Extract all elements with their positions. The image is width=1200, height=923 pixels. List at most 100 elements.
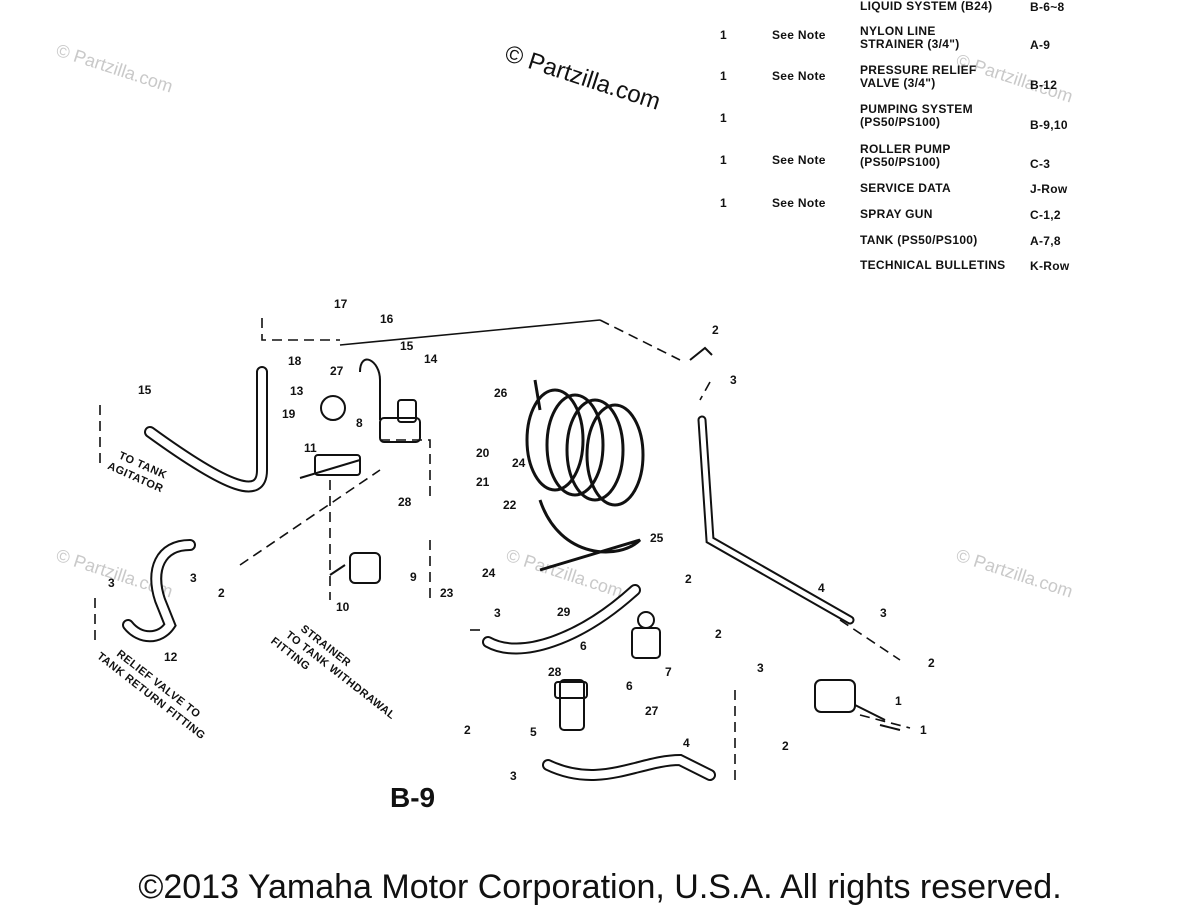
- table-row-ref: B-6~8: [1030, 0, 1065, 14]
- valve-11: [299, 454, 361, 479]
- table-row-qty: 1: [720, 196, 727, 210]
- label-strainer: STRAINER TO TANK WITHDRAWAL FITTING: [268, 623, 397, 722]
- tube-19: [144, 366, 268, 493]
- tube-4-right: [697, 415, 855, 625]
- table-row-ref: A-7,8: [1030, 234, 1061, 248]
- callout: 2: [782, 739, 789, 753]
- callout: 2: [928, 656, 935, 670]
- strainer-5-bottom: [554, 679, 588, 731]
- tee-fitting-5-top: [359, 358, 421, 443]
- callout: 28: [548, 665, 562, 679]
- table-row-ref: J-Row: [1030, 182, 1068, 196]
- table-row-ref: K-Row: [1030, 259, 1070, 273]
- label-relief-valve: RELIEF VALVE TO TANK RETURN FITTING: [95, 648, 208, 742]
- table-row-note: See Note: [772, 28, 826, 42]
- table-row-qty: 1: [720, 153, 727, 167]
- parts-diagram: 17 16 15 14 18 27 15 13 19 8 26 2 3 11 2…: [94, 297, 935, 783]
- table-row-ref: B-12: [1030, 78, 1058, 92]
- callout: 18: [288, 354, 302, 368]
- coiled-hose-25: [525, 379, 645, 572]
- table-row-qty: 1: [720, 28, 727, 42]
- assembly-dashed-lines: [94, 318, 911, 780]
- callout: 25: [650, 531, 664, 545]
- top-hose: [339, 319, 601, 346]
- callout: 4: [683, 736, 690, 750]
- callout: 26: [494, 386, 508, 400]
- copyright-notice: ©2013 Yamaha Motor Corporation, U.S.A. A…: [138, 868, 1062, 906]
- callout-numbers: 17 16 15 14 18 27 15 13 19 8 26 2 3 11 2…: [108, 297, 935, 783]
- callout: 19: [282, 407, 296, 421]
- reference-table: LIQUID SYSTEM (B24) B-6~8 1 See Note NYL…: [700, 0, 1200, 280]
- callout: 3: [730, 373, 737, 387]
- table-row-ref: C-3: [1030, 157, 1051, 171]
- tube-4-bottom: [542, 753, 716, 781]
- roller-pump-1: [814, 679, 901, 731]
- table-row-qty: 1: [720, 69, 727, 83]
- callout: 10: [336, 600, 350, 614]
- callout: 6: [580, 639, 587, 653]
- table-row-desc: ROLLER PUMP (PS50/PS100): [860, 142, 951, 169]
- callout: 27: [330, 364, 344, 378]
- callout: 22: [503, 498, 517, 512]
- callout: 12: [164, 650, 178, 664]
- callout: 11: [304, 441, 317, 455]
- table-row-ref: C-1,2: [1030, 208, 1061, 222]
- table-row-note: See Note: [772, 153, 826, 167]
- table-row-desc: SERVICE DATA: [860, 181, 951, 195]
- label-line: TANK RETURN FITTING: [95, 650, 208, 742]
- table-row-desc: SPRAY GUN: [860, 207, 933, 221]
- callout: 17: [334, 297, 348, 311]
- callout: 5: [530, 725, 537, 739]
- callout: 24: [482, 566, 496, 580]
- callout: 3: [108, 576, 115, 590]
- callout: 15: [138, 383, 152, 397]
- callout: 13: [290, 384, 304, 398]
- fitting-7: [631, 611, 661, 659]
- callout: 15: [400, 339, 414, 353]
- table-row-desc: NYLON LINE STRAINER (3/4"): [860, 24, 960, 51]
- callout: 23: [440, 586, 454, 600]
- callout: 8: [356, 416, 363, 430]
- label-to-tank-agitator: TO TANK AGITATOR: [106, 450, 169, 496]
- callout: 2: [218, 586, 225, 600]
- callout: 3: [190, 571, 197, 585]
- callout: 21: [476, 475, 490, 489]
- callout: 28: [398, 495, 412, 509]
- label-line: TO TANK WITHDRAWAL: [283, 629, 397, 722]
- callout: 3: [880, 606, 887, 620]
- callout: 16: [380, 312, 394, 326]
- callout: 3: [757, 661, 764, 675]
- callout: 7: [665, 665, 672, 679]
- callout: 4: [818, 581, 825, 595]
- table-row-note: See Note: [772, 196, 826, 210]
- table-row-desc: PUMPING SYSTEM (PS50/PS100): [860, 102, 973, 129]
- callout: 1: [895, 694, 902, 708]
- table-row-qty: 1: [720, 111, 727, 125]
- table-row-desc: TANK (PS50/PS100): [860, 233, 978, 247]
- callout: 2: [464, 723, 471, 737]
- callout: 3: [494, 606, 501, 620]
- callout: 3: [510, 769, 517, 783]
- callout: 20: [476, 446, 490, 460]
- figure-label: B-9: [390, 782, 436, 813]
- gauge-13: [320, 395, 346, 421]
- table-row-ref: B-9,10: [1030, 118, 1068, 132]
- callout: 24: [512, 456, 526, 470]
- table-row-ref: A-9: [1030, 38, 1051, 52]
- callout: 9: [410, 570, 417, 584]
- callout: 1: [920, 723, 927, 737]
- callout: 2: [685, 572, 692, 586]
- callout: 14: [424, 352, 438, 366]
- tube-29: [482, 584, 641, 655]
- relief-valve-10: [329, 552, 381, 584]
- callout: 27: [645, 704, 659, 718]
- table-row-desc: LIQUID SYSTEM (B24): [860, 0, 993, 13]
- callout: 2: [712, 323, 719, 337]
- elbow-2-top: [689, 346, 713, 361]
- table-row-note: See Note: [772, 69, 826, 83]
- callout: 29: [557, 605, 571, 619]
- callout: 2: [715, 627, 722, 641]
- table-row-desc: PRESSURE RELIEF VALVE (3/4"): [860, 63, 977, 90]
- tube-12: [122, 539, 196, 643]
- table-row-desc: TECHNICAL BULLETINS: [860, 258, 1006, 272]
